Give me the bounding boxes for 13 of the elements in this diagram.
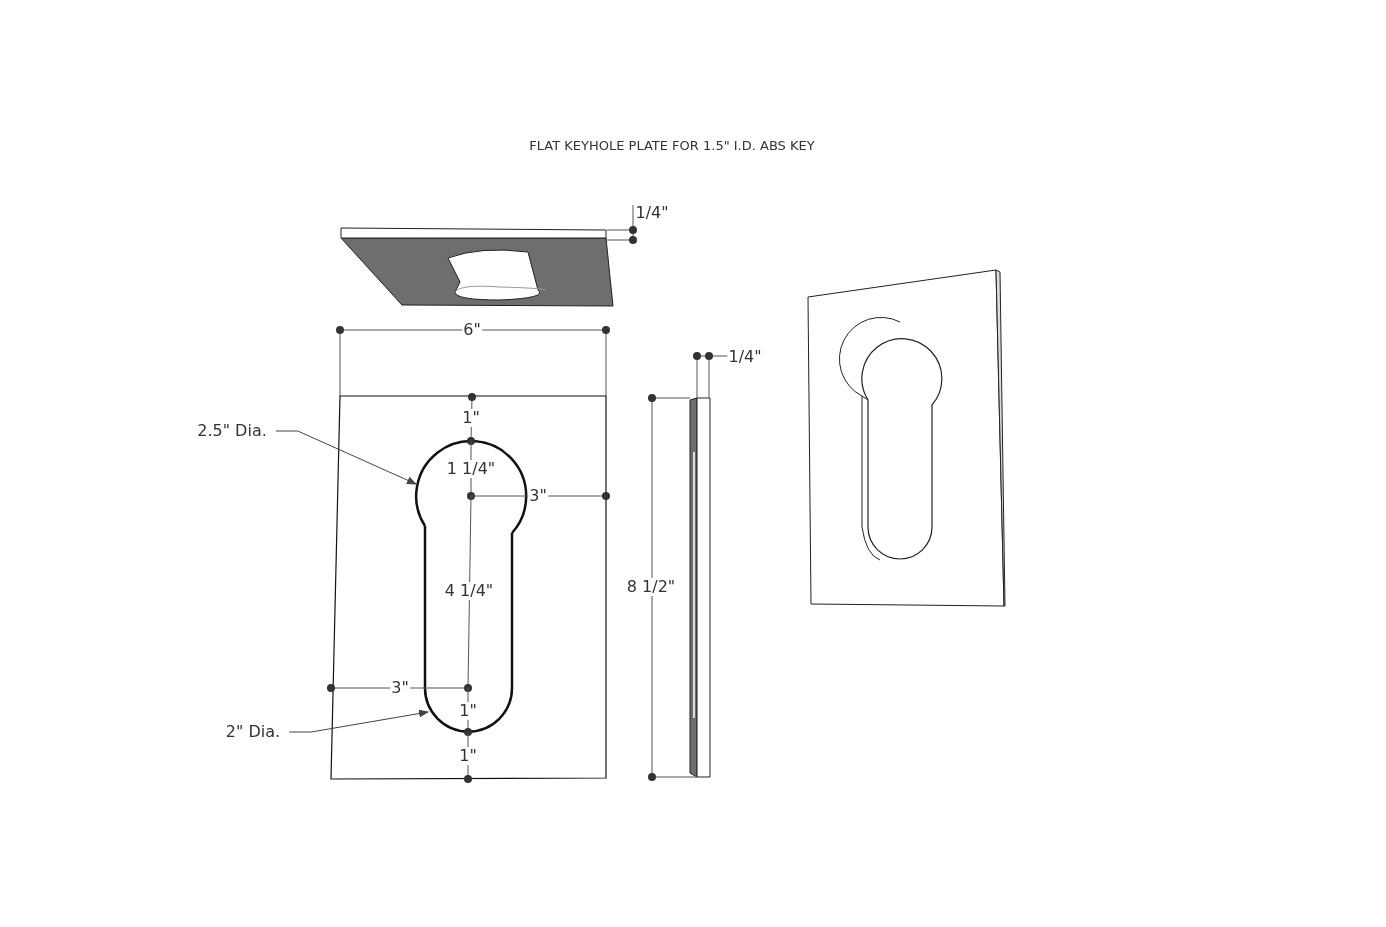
- dimension-label: 1/4": [727, 348, 763, 366]
- slot-outline: [423, 526, 514, 733]
- dimension-label: 1": [458, 702, 478, 720]
- leader-line: [288, 709, 429, 733]
- dimension-label: 1 1/4": [445, 460, 497, 478]
- dimension-label: 1": [458, 747, 478, 765]
- dimension-label: 1/4": [634, 204, 670, 222]
- leader-line: [275, 430, 417, 485]
- drawing-title: FLAT KEYHOLE PLATE FOR 1.5" I.D. ABS KEY: [528, 137, 816, 155]
- dimension-label: 1": [461, 409, 481, 427]
- circle-arc: [415, 439, 528, 534]
- dimension-label: 4 1/4": [443, 582, 495, 600]
- dimension-label: 8 1/2": [625, 578, 677, 596]
